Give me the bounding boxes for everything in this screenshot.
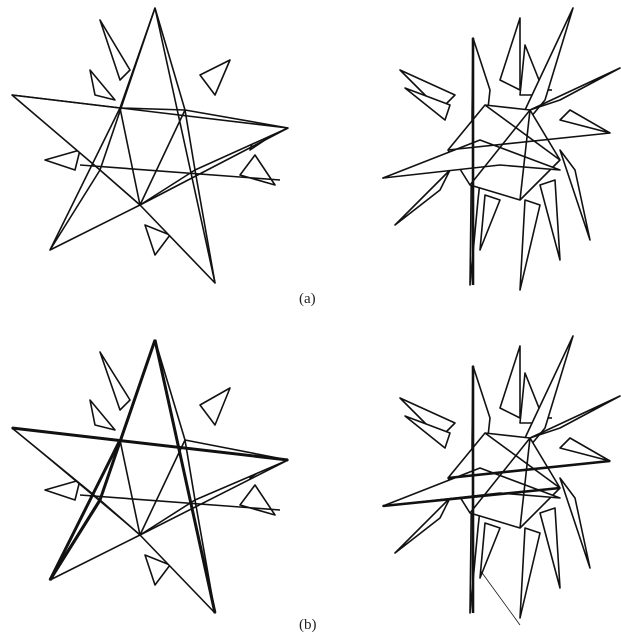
back-spike [199,387,231,426]
spike [559,477,591,569]
edge [184,439,196,501]
highlighted-edge [447,459,611,480]
spike [399,397,456,439]
edge [469,109,531,186]
polyhedron-b-front-view [11,339,289,614]
highlighted-edge [48,499,102,581]
edge [139,459,289,536]
edge [154,7,216,284]
polyhedron-a-front-view [11,7,289,284]
polyhedron-b-side-view [382,335,621,626]
thin-edge [479,569,521,626]
edge [519,437,531,529]
edge [99,7,156,171]
back-spike [144,554,171,586]
edge [484,432,561,489]
edge [11,94,289,129]
edge [519,109,531,201]
spike [404,415,451,449]
edge [484,104,561,161]
spike [404,87,451,121]
edge [119,107,186,111]
edge [79,494,281,511]
edge [447,132,611,151]
back-spike [89,399,116,431]
caption-a: (a) [299,291,316,307]
thin-edge [11,427,141,536]
highlighted-edge [382,486,561,508]
back-spike [239,484,276,516]
spike [559,109,611,134]
back-spike [99,19,131,81]
edge [139,127,289,206]
back-spike [89,69,116,101]
spike [519,199,541,291]
polyhedron-a-side-view [382,7,621,291]
edge [49,107,121,251]
back-spike [199,59,231,96]
back-spike [144,224,171,256]
edge [469,437,531,514]
highlighted-edge [48,439,122,581]
spike [479,522,501,579]
back-spike [99,351,131,411]
spike [499,17,521,91]
spike [519,527,541,619]
highlighted-edge [11,426,289,462]
back-spike [239,154,276,186]
spike [479,194,501,251]
back-spike [44,479,81,501]
front-face [382,139,561,179]
caption-b: (b) [299,617,317,633]
spike [539,179,561,261]
highlighted-edge [153,339,217,614]
edge [79,164,281,181]
spike [559,149,591,241]
spike [394,169,451,226]
spike [394,497,451,554]
edge [184,109,196,171]
spike [559,437,611,462]
spike [499,345,521,419]
spike [399,69,456,111]
spike [539,507,561,589]
back-spike [44,149,81,171]
